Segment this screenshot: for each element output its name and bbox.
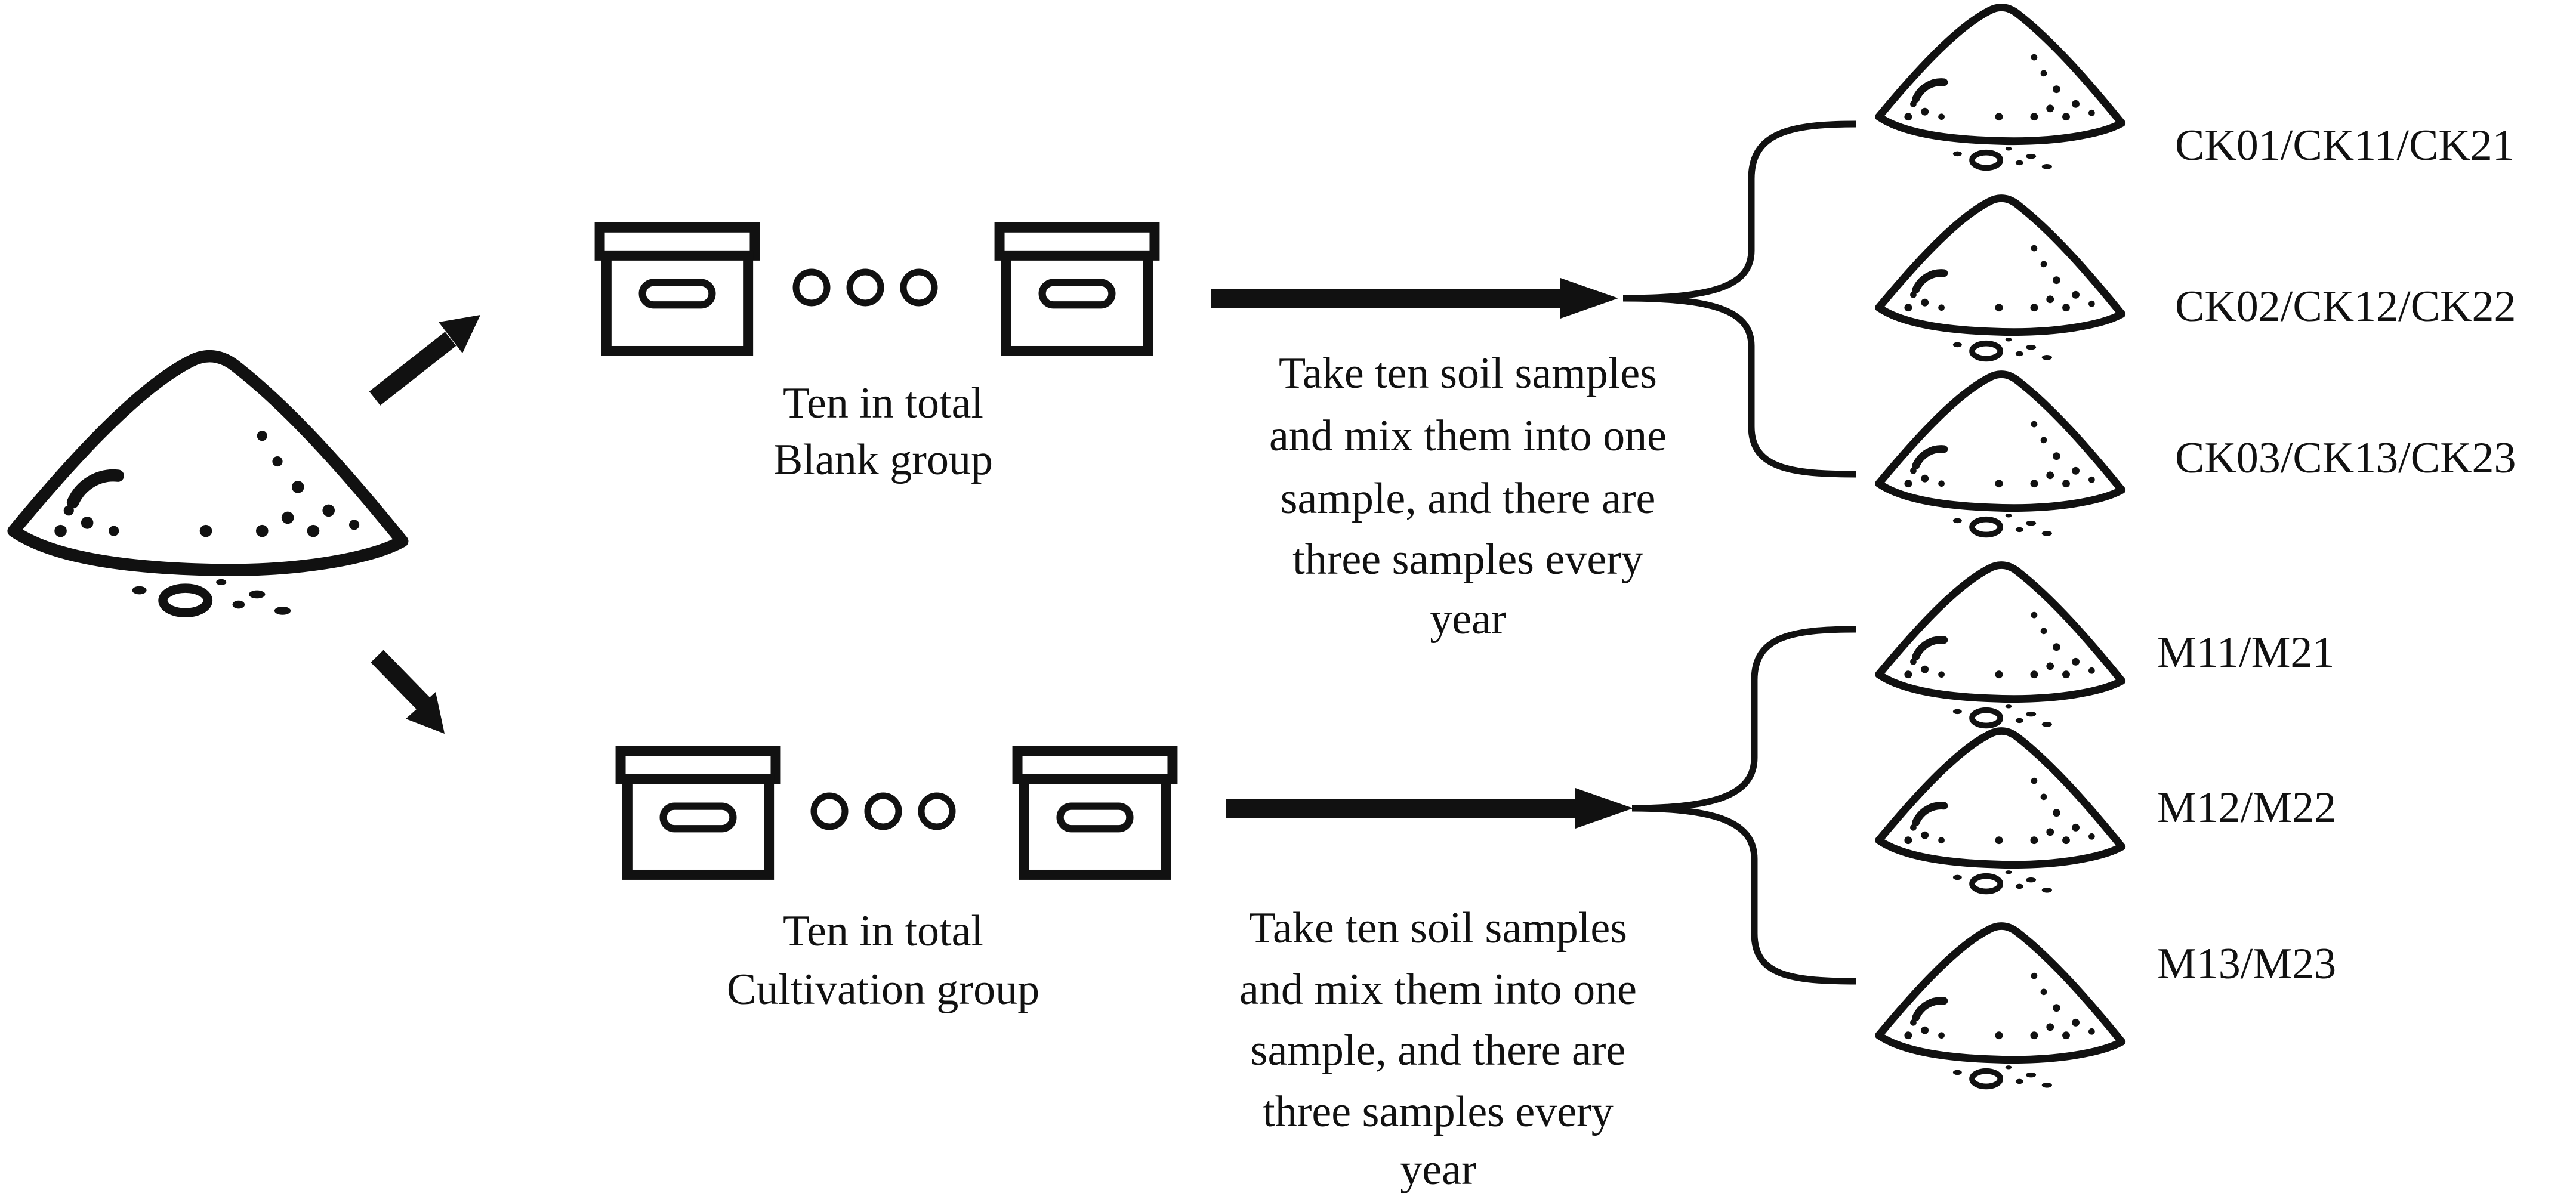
sample-label: M13/M23 (2157, 939, 2336, 988)
soil-pile-icon (1879, 375, 2122, 536)
arrow-down-right-icon (371, 650, 445, 734)
procedure-line: sample, and there are (1251, 1026, 1626, 1075)
soil-pile-icon (1879, 731, 2122, 893)
ellipsis-circles-icon (814, 796, 952, 827)
sample-label: CK01/CK11/CK21 (2175, 121, 2515, 170)
storage-box-icon (999, 227, 1155, 351)
soil-pile-icon (1879, 8, 2122, 169)
soil-pile-icon (1879, 565, 2122, 727)
cultivation-procedure-text: Take ten soil samples and mix them into … (1239, 904, 1637, 1193)
left-brace-icon (1622, 120, 1856, 478)
procedure-line: and mix them into one (1269, 412, 1667, 460)
storage-box-icon (1017, 751, 1173, 874)
arrow-up-right-icon (369, 315, 480, 406)
procedure-line: three samples every (1263, 1087, 1614, 1136)
left-brace-icon (1631, 626, 1856, 985)
procedure-line: three samples every (1292, 535, 1643, 584)
procedure-line: year (1400, 1145, 1476, 1193)
ellipsis-circles-icon (796, 272, 934, 303)
procedure-line: sample, and there are (1281, 474, 1656, 523)
blank-procedure-text: Take ten soil samples and mix them into … (1269, 349, 1667, 644)
procedure-line: Take ten soil samples (1249, 904, 1627, 953)
soil-pile-icon (1879, 199, 2122, 360)
procedure-line: Take ten soil samples (1279, 349, 1657, 398)
soil-pile-icon (1879, 926, 2122, 1088)
blank-group-caption-line2: Blank group (773, 435, 993, 484)
cultivation-group-caption-line1: Ten in total (783, 907, 983, 956)
sample-label: M12/M22 (2157, 783, 2336, 832)
source-soil-pile-icon (14, 356, 402, 615)
cultivation-group-row: Ten in total Cultivation group Take ten … (621, 565, 2336, 1193)
cultivation-group-caption-line2: Cultivation group (727, 965, 1039, 1014)
blank-group-caption-line1: Ten in total (783, 379, 983, 428)
procedure-line: and mix them into one (1239, 965, 1637, 1014)
arrow-right-icon (1226, 788, 1633, 829)
sample-label: M11/M21 (2157, 628, 2334, 677)
blank-group-row: Ten in total Blank group Take ten soil s… (600, 8, 2516, 644)
storage-box-icon (621, 751, 776, 874)
procedure-line: year (1430, 595, 1506, 644)
arrow-right-icon (1211, 278, 1618, 319)
sample-label: CK03/CK13/CK23 (2175, 434, 2516, 483)
storage-box-icon (600, 227, 755, 351)
sample-label: CK02/CK12/CK22 (2175, 282, 2516, 331)
